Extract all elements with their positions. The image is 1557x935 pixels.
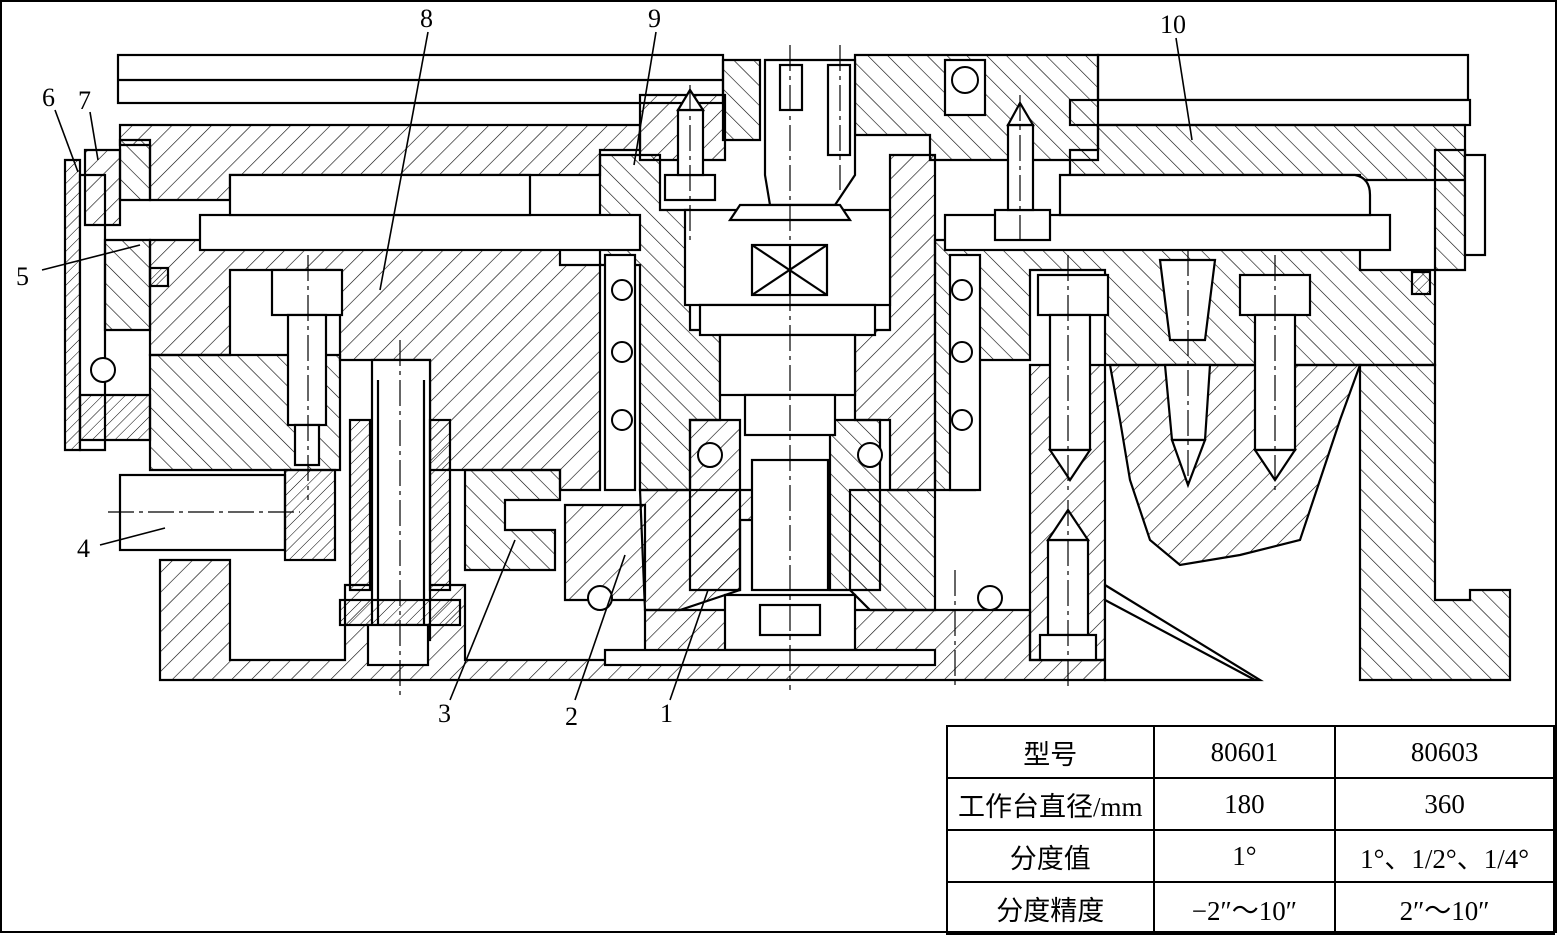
table-cell: 1° xyxy=(1152,829,1337,883)
callout-8: 8 xyxy=(420,4,433,33)
assembly-outline xyxy=(63,53,1512,682)
table-cell: 360 xyxy=(1334,777,1555,831)
table-cell: 2″～10″ xyxy=(1334,881,1555,935)
callout-9: 9 xyxy=(648,4,661,33)
table-cell: 80601 xyxy=(1152,725,1337,779)
spec-table: 型号 80601 80603 工作台直径/mm 180 360 分度值 1° 1… xyxy=(946,725,1555,935)
centerlines xyxy=(108,45,1276,695)
table-header-row: 型号 80601 80603 xyxy=(946,725,1555,779)
callout-5: 5 xyxy=(16,262,29,291)
table-cell: 180 xyxy=(1152,777,1337,831)
table-row: 工作台直径/mm 180 360 xyxy=(946,777,1555,831)
callout-10: 10 xyxy=(1160,10,1186,39)
table-cell: 分度精度 xyxy=(946,881,1155,935)
table-row: 分度精度 −2″～10″ 2″～10″ xyxy=(946,881,1555,935)
table-row: 分度值 1° 1°、1/2°、1/4° xyxy=(946,829,1555,883)
callout-labels: 1 2 3 4 5 6 7 8 9 10 xyxy=(16,4,1186,731)
callout-3: 3 xyxy=(438,699,451,728)
callout-7: 7 xyxy=(78,86,91,115)
callout-1: 1 xyxy=(660,699,673,728)
table-cell: 分度值 xyxy=(946,829,1155,883)
table-cell: 工作台直径/mm xyxy=(946,777,1155,831)
table-cell: −2″～10″ xyxy=(1152,881,1337,935)
callout-6: 6 xyxy=(42,83,55,112)
table-cell: 80603 xyxy=(1334,725,1555,779)
callout-leaders xyxy=(41,31,1193,701)
table-cell: 型号 xyxy=(946,725,1155,779)
callout-2: 2 xyxy=(565,702,578,731)
table-cell: 1°、1/2°、1/4° xyxy=(1334,829,1555,883)
callout-4: 4 xyxy=(77,534,90,563)
bearing-balls xyxy=(90,66,1003,611)
